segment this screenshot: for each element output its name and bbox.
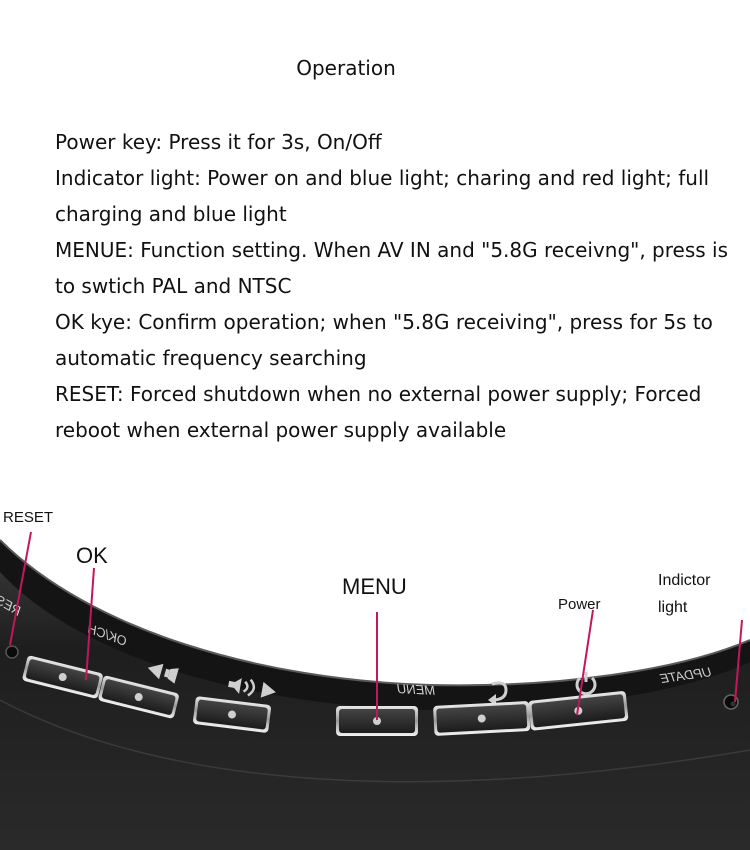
callout-ok: OK — [76, 543, 108, 568]
callout-lines — [9, 531, 743, 720]
instruction-power-key: Power key: Press it for 3s, On/Off — [55, 130, 382, 154]
instruction-menu: MENUE: Function setting. When AV IN and … — [55, 238, 729, 298]
reset-hole — [5, 645, 19, 659]
ok-right-button — [98, 675, 179, 719]
callout-indicator-line1: Indictor — [658, 572, 711, 589]
volume-up-icon — [228, 678, 276, 698]
device-label-menu: MENU — [396, 681, 436, 698]
instruction-indicator-light: Indicator light: Power on and blue light… — [55, 166, 710, 226]
callout-menu: MENU — [342, 574, 407, 599]
volume-down-icon — [147, 663, 179, 684]
ok-left-button — [22, 655, 103, 699]
callout-power: Power — [558, 596, 601, 613]
callout-line-reset — [9, 531, 32, 646]
device-diagram: RESET OK/CH MENU UPDATE — [0, 531, 750, 850]
callout-line-power — [576, 609, 594, 716]
power-icon — [575, 672, 597, 696]
callout-line-indicator — [734, 619, 743, 703]
instruction-reset: RESET: Forced shutdown when no external … — [55, 382, 702, 442]
callout-reset: RESET — [3, 509, 54, 526]
instruction-ok-key: OK kye: Confirm operation; when "5.8G re… — [55, 310, 713, 370]
device-label-update: UPDATE — [659, 664, 713, 686]
volume-button — [193, 696, 271, 733]
device-rim — [0, 540, 750, 711]
menu-button — [336, 706, 418, 736]
instructions: Power key: Press it for 3s, On/Off Indic… — [55, 124, 745, 448]
callout-indicator-line2: light — [658, 599, 688, 616]
page-title: Operation — [296, 56, 396, 80]
return-button — [433, 701, 531, 736]
callout-line-ok — [85, 567, 95, 681]
